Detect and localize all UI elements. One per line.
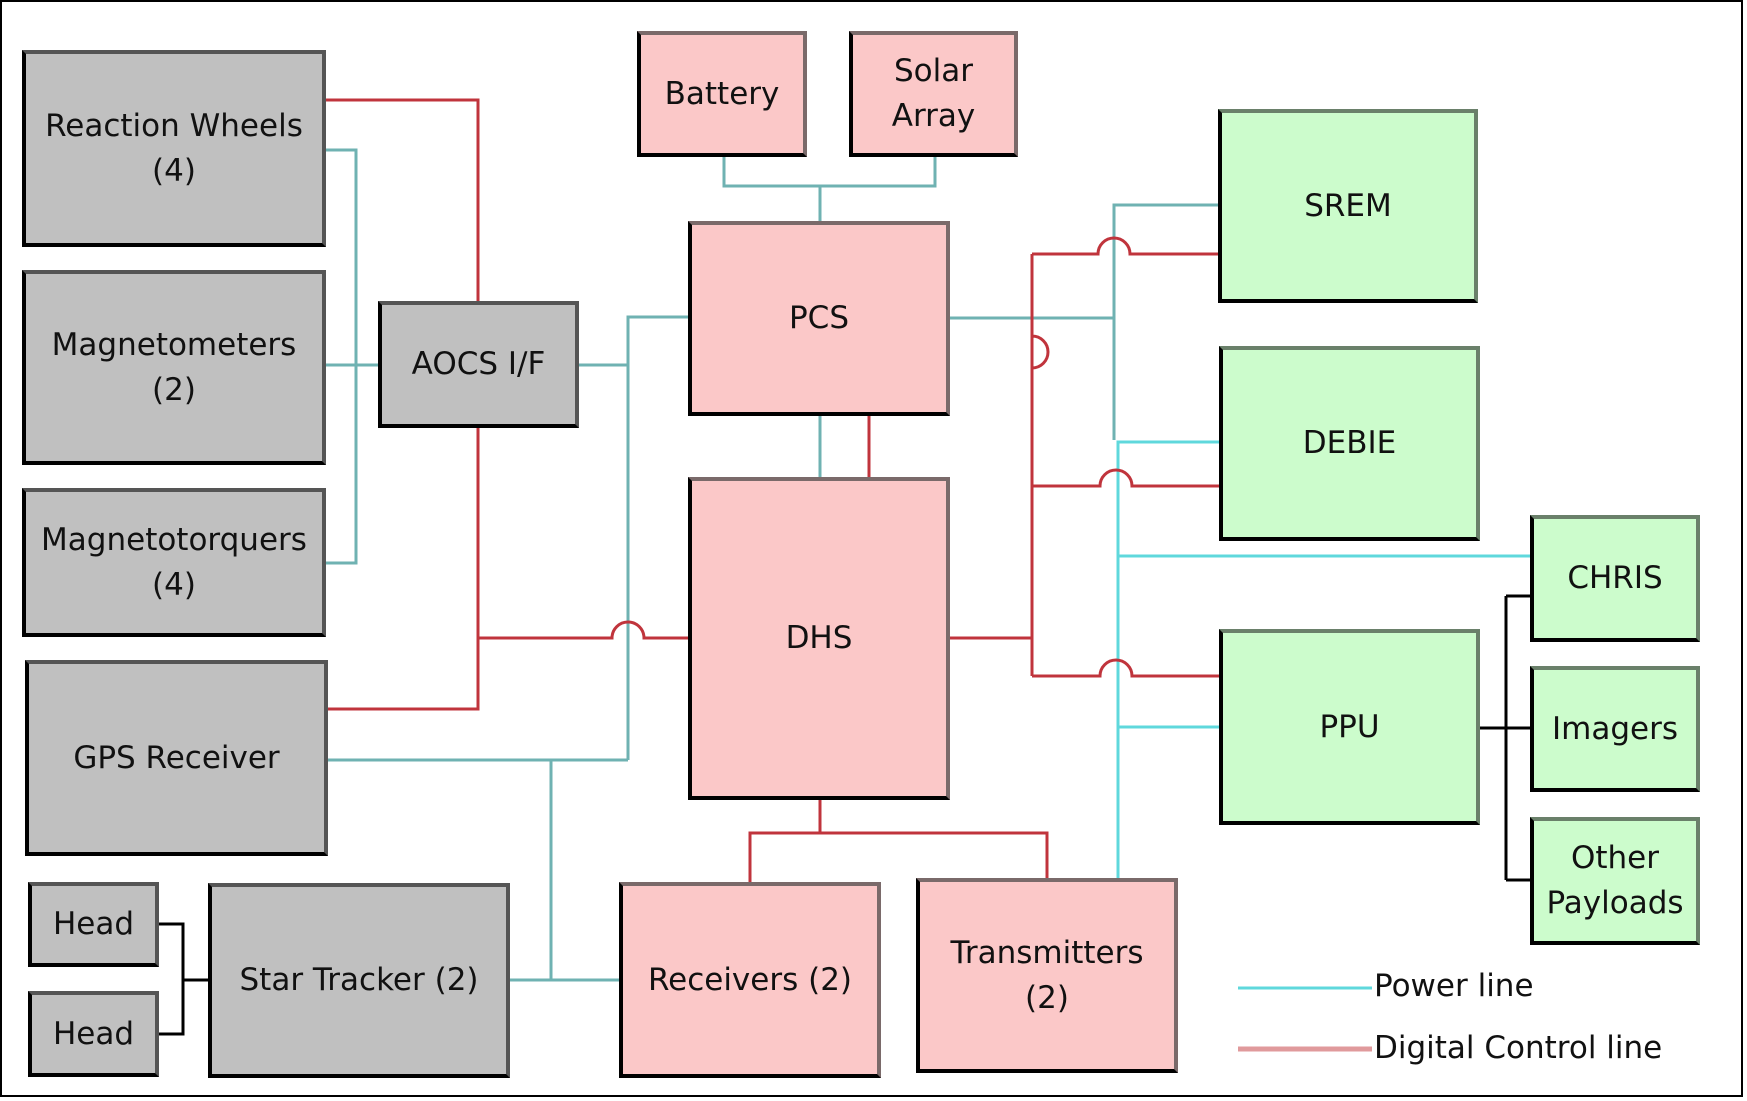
block-gps-receiver[interactable]: GPS Receiver (25, 660, 328, 856)
legend-power-label: Power line (1374, 968, 1534, 1004)
block-battery[interactable]: Battery (637, 31, 807, 157)
power-line-reaction-wheels (326, 148, 358, 565)
block-receivers[interactable]: Receivers (2) (619, 882, 881, 1078)
power-line-bus-pcs (626, 315, 688, 760)
block-reaction-wheels[interactable]: Reaction Wheels (4) (22, 50, 326, 247)
mechanical-links (159, 594, 1530, 1036)
power-lines-bright (1116, 440, 1530, 990)
power-line-debie (1116, 440, 1219, 878)
block-chris[interactable]: CHRIS (1530, 515, 1700, 642)
control-line-aocs-gps (328, 428, 480, 711)
link-ppu-payloads (1480, 594, 1530, 882)
block-debie[interactable]: DEBIE (1219, 346, 1480, 541)
control-line-reaction-wheels (326, 98, 480, 301)
block-aocs-if[interactable]: AOCS I/F (378, 301, 579, 428)
block-pcs[interactable]: PCS (688, 221, 950, 416)
block-ppu[interactable]: PPU (1219, 629, 1480, 825)
block-head-1[interactable]: Head (28, 882, 159, 967)
block-imagers[interactable]: Imagers (1530, 666, 1700, 792)
control-lines (326, 98, 1219, 882)
control-line-ppu (1032, 658, 1219, 678)
block-solar-array[interactable]: Solar Array (849, 31, 1018, 157)
power-line-battery-solar (722, 157, 937, 188)
control-line-right-bus (1030, 254, 1050, 676)
control-line-aocs-dhs (478, 620, 688, 640)
control-line-srem (1032, 236, 1218, 256)
link-heads-star-tracker (159, 922, 208, 1036)
power-line-srem (1112, 203, 1218, 318)
block-dhs[interactable]: DHS (688, 477, 950, 800)
block-star-tracker[interactable]: Star Tracker (2) (208, 883, 510, 1078)
block-head-2[interactable]: Head (28, 991, 159, 1077)
block-magnetometers[interactable]: Magnetometers (2) (22, 270, 326, 465)
power-lines (326, 148, 1218, 982)
block-srem[interactable]: SREM (1218, 109, 1478, 303)
block-magnetotorquers[interactable]: Magnetotorquers (4) (22, 488, 326, 637)
legend-control-label: Digital Control line (1374, 1030, 1663, 1066)
control-line-dhs-comms (748, 800, 1049, 882)
block-transmitters[interactable]: Transmitters (2) (916, 878, 1178, 1073)
control-line-debie (1032, 468, 1219, 488)
block-other-payloads[interactable]: Other Payloads (1530, 817, 1700, 945)
